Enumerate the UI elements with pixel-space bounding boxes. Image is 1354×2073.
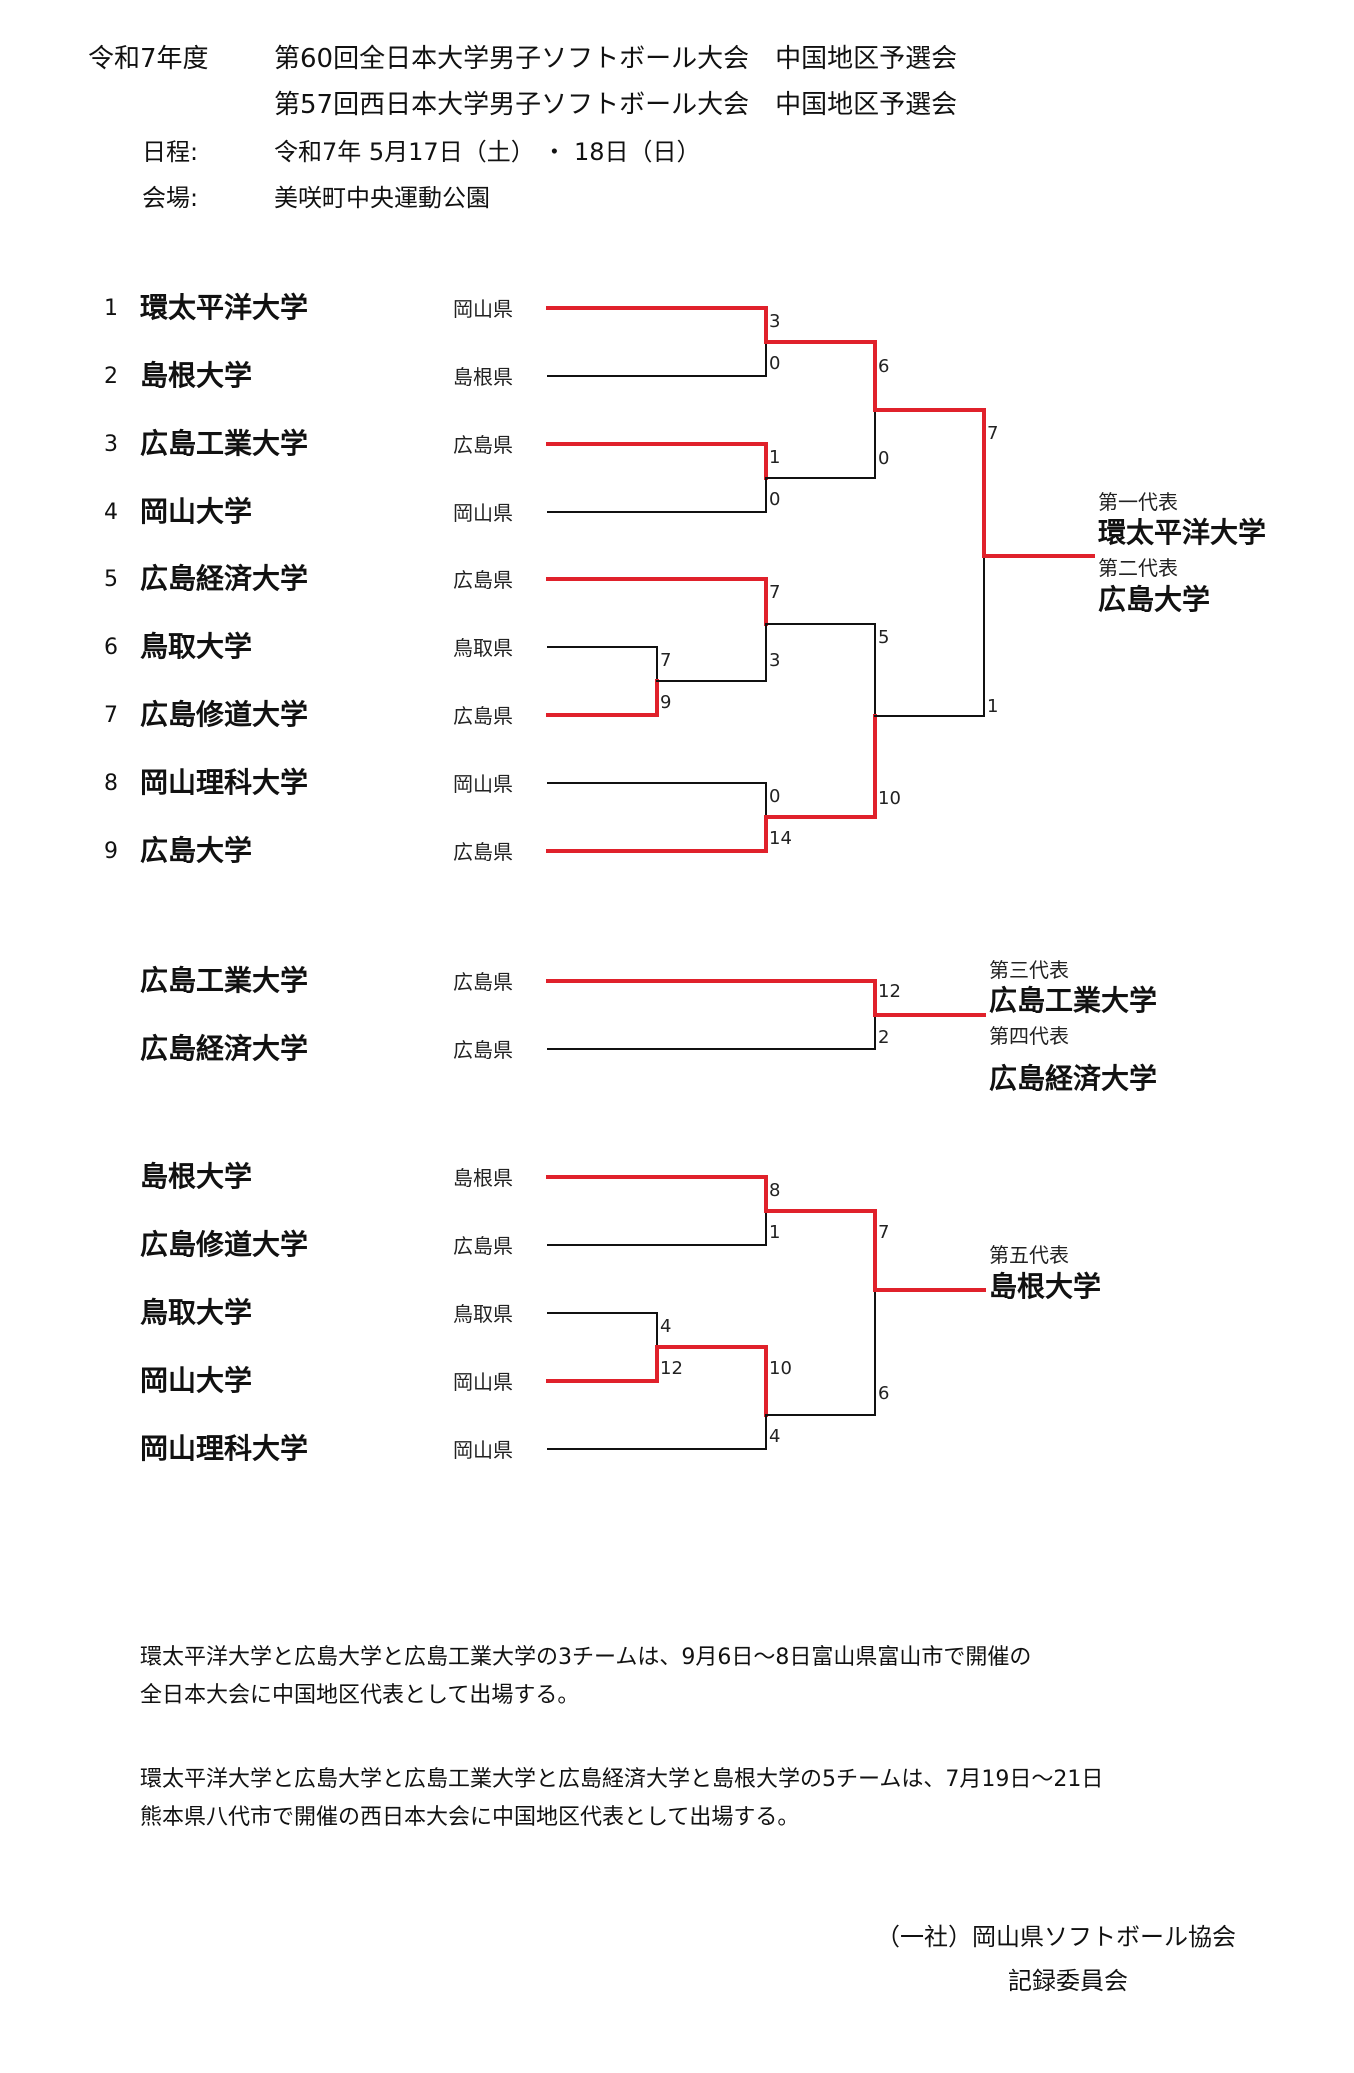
rep-label: 第一代表 bbox=[1098, 490, 1178, 514]
match-score: 10 bbox=[878, 788, 901, 809]
team-prefecture: 岡山県 bbox=[453, 1438, 513, 1462]
team-name: 広島修道大学 bbox=[140, 698, 309, 731]
match-score: 1 bbox=[987, 696, 999, 717]
header-year: 令和7年度 bbox=[88, 44, 209, 74]
match-score: 12 bbox=[660, 1358, 683, 1379]
seed-number: 7 bbox=[104, 703, 118, 728]
match-score: 5 bbox=[878, 627, 890, 648]
team-prefecture: 広島県 bbox=[453, 1234, 513, 1258]
match-score: 1 bbox=[769, 447, 781, 468]
team-name: 岡山大学 bbox=[140, 495, 253, 528]
footer-organization: （一社）岡山県ソフトボール協会 bbox=[876, 1923, 1236, 1951]
match-score: 1 bbox=[769, 1222, 781, 1243]
rep-label: 第五代表 bbox=[989, 1243, 1069, 1267]
match-score: 7 bbox=[769, 582, 781, 603]
match-score: 2 bbox=[878, 1027, 890, 1048]
team-name: 広島経済大学 bbox=[140, 562, 309, 595]
match-score: 3 bbox=[769, 311, 781, 332]
team-prefecture: 岡山県 bbox=[453, 772, 513, 796]
match-score: 3 bbox=[769, 650, 781, 671]
team-prefecture: 鳥取県 bbox=[453, 636, 513, 660]
team-prefecture: 広島県 bbox=[453, 568, 513, 592]
team-prefecture: 広島県 bbox=[453, 1038, 513, 1062]
match-score: 6 bbox=[878, 1383, 890, 1404]
team-prefecture: 鳥取県 bbox=[453, 1302, 513, 1326]
team-prefecture: 島根県 bbox=[453, 365, 513, 389]
match-score: 0 bbox=[878, 448, 890, 469]
seed-number: 5 bbox=[104, 567, 118, 592]
rep-team: 環太平洋大学 bbox=[1098, 516, 1267, 549]
team-prefecture: 岡山県 bbox=[453, 501, 513, 525]
seed-number: 6 bbox=[104, 635, 118, 660]
team-prefecture: 岡山県 bbox=[453, 297, 513, 321]
schedule-label: 日程: bbox=[142, 138, 199, 166]
match-score: 0 bbox=[769, 786, 781, 807]
match-score: 14 bbox=[769, 828, 792, 849]
seed-number: 1 bbox=[104, 296, 118, 321]
match-score: 0 bbox=[769, 353, 781, 374]
footer-committee: 記録委員会 bbox=[1008, 1967, 1128, 1995]
note-line: 全日本大会に中国地区代表として出場する。 bbox=[140, 1683, 580, 1708]
team-name: 島根大学 bbox=[140, 359, 253, 392]
seed-number: 8 bbox=[104, 771, 118, 796]
match-score: 9 bbox=[660, 692, 672, 713]
header-title-1: 第60回全日本大学男子ソフトボール大会 中国地区予選会 bbox=[274, 44, 958, 74]
match-score: 7 bbox=[987, 423, 999, 444]
match-score: 7 bbox=[878, 1222, 890, 1243]
team-name: 鳥取大学 bbox=[140, 1296, 253, 1329]
team-name: 島根大学 bbox=[140, 1160, 253, 1193]
team-name: 広島経済大学 bbox=[140, 1032, 309, 1065]
match-score: 12 bbox=[878, 981, 901, 1002]
rep-team: 島根大学 bbox=[989, 1270, 1102, 1303]
team-name: 鳥取大学 bbox=[140, 630, 253, 663]
venue-label: 会場: bbox=[142, 184, 199, 212]
match-score: 4 bbox=[660, 1316, 672, 1337]
header-title-2: 第57回西日本大学男子ソフトボール大会 中国地区予選会 bbox=[274, 90, 958, 120]
rep-label: 第二代表 bbox=[1098, 556, 1178, 580]
team-name: 岡山大学 bbox=[140, 1364, 253, 1397]
match-score: 10 bbox=[769, 1358, 792, 1379]
seed-number: 4 bbox=[104, 500, 118, 525]
note-line: 環太平洋大学と広島大学と広島工業大学の3チームは、9月6日～8日富山県富山市で開… bbox=[140, 1645, 1032, 1670]
team-name: 広島大学 bbox=[140, 834, 253, 867]
rep-team: 広島大学 bbox=[1098, 583, 1211, 616]
seed-number: 3 bbox=[104, 432, 118, 457]
note-line: 熊本県八代市で開催の西日本大会に中国地区代表として出場する。 bbox=[140, 1805, 800, 1830]
venue-value: 美咲町中央運動公園 bbox=[274, 184, 490, 212]
match-score: 8 bbox=[769, 1180, 781, 1201]
note-line: 環太平洋大学と広島大学と広島工業大学と広島経済大学と島根大学の5チームは、7月1… bbox=[140, 1767, 1104, 1792]
rep-team: 広島工業大学 bbox=[989, 984, 1158, 1017]
team-name: 広島工業大学 bbox=[140, 964, 309, 997]
rep-team: 広島経済大学 bbox=[989, 1062, 1158, 1095]
match-score: 7 bbox=[660, 650, 672, 671]
seed-number: 2 bbox=[104, 364, 118, 389]
team-name: 岡山理科大学 bbox=[140, 766, 309, 799]
seed-number: 9 bbox=[104, 839, 118, 864]
team-name: 環太平洋大学 bbox=[140, 291, 309, 324]
team-prefecture: 広島県 bbox=[453, 840, 513, 864]
team-prefecture: 広島県 bbox=[453, 704, 513, 728]
team-name: 広島修道大学 bbox=[140, 1228, 309, 1261]
team-prefecture: 広島県 bbox=[453, 970, 513, 994]
match-score: 6 bbox=[878, 356, 890, 377]
match-score: 4 bbox=[769, 1426, 781, 1447]
team-prefecture: 岡山県 bbox=[453, 1370, 513, 1394]
rep-label: 第四代表 bbox=[989, 1024, 1069, 1048]
team-prefecture: 広島県 bbox=[453, 433, 513, 457]
schedule-value: 令和7年 5月17日（土） ・ 18日（日） bbox=[274, 138, 701, 166]
team-prefecture: 島根県 bbox=[453, 1166, 513, 1190]
match-score: 0 bbox=[769, 489, 781, 510]
team-name: 岡山理科大学 bbox=[140, 1432, 309, 1465]
team-name: 広島工業大学 bbox=[140, 427, 309, 460]
rep-label: 第三代表 bbox=[989, 958, 1069, 982]
